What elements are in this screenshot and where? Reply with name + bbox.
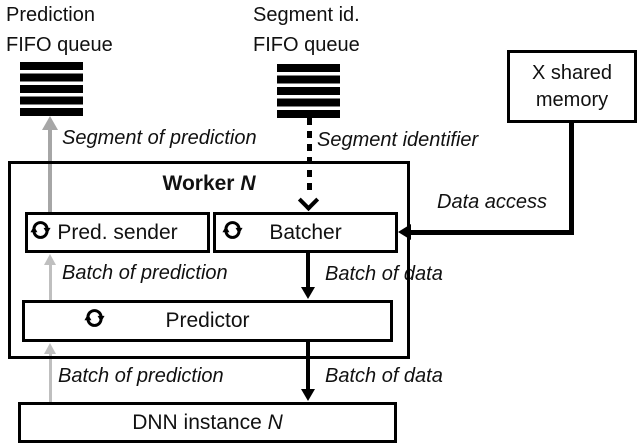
sync-icon <box>84 308 105 335</box>
batch-of-prediction-lower-label: Batch of prediction <box>58 365 224 387</box>
x-shared-memory-box: X shared memory <box>507 50 637 123</box>
worker-title-text: Worker <box>162 172 241 195</box>
batch-of-prediction-upper-arrow-head <box>44 254 56 265</box>
x-shared-memory-line1: X shared <box>531 61 613 84</box>
data-access-label: Data access <box>437 191 548 213</box>
batch-of-data-lower-label: Batch of data <box>325 365 443 387</box>
pred-sender-box: Pred. sender <box>25 212 210 253</box>
sync-icon <box>30 219 51 246</box>
segment-identifier-arrow-line <box>307 118 312 196</box>
dnn-instance-label: DNN instance N <box>132 411 283 435</box>
sync-icon <box>222 219 243 246</box>
batch-of-prediction-lower-arrow-line <box>49 352 52 402</box>
batch-of-data-upper-label: Batch of data <box>325 263 443 285</box>
segment-of-prediction-label: Segment of prediction <box>62 127 257 149</box>
batch-of-data-upper-arrow-head <box>301 287 315 299</box>
predictor-label: Predictor <box>165 309 250 332</box>
batcher-box: Batcher <box>213 212 398 253</box>
worker-title-n: N <box>240 172 256 195</box>
prediction-queue-label: Prediction FIFO queue <box>6 0 113 60</box>
worker-title: Worker N <box>8 172 410 196</box>
prediction-queue-label-line1: Prediction <box>6 4 95 26</box>
batch-of-data-upper-arrow-line <box>306 253 310 290</box>
prediction-queue-label-line2: FIFO queue <box>6 34 113 56</box>
batch-of-prediction-upper-label: Batch of prediction <box>62 262 228 284</box>
batch-of-prediction-upper-arrow-line <box>49 263 52 300</box>
prediction-fifo-queue-icon <box>20 62 83 116</box>
dnn-instance-label-n: N <box>267 410 283 434</box>
segment-of-prediction-arrow-line <box>48 127 52 212</box>
worker-box <box>8 161 410 359</box>
predictor-box: Predictor <box>22 300 393 342</box>
x-shared-memory-line2: memory <box>535 88 609 111</box>
segment-id-queue-label-line1: Segment id. <box>253 4 360 26</box>
batch-of-prediction-lower-arrow-head <box>44 343 56 354</box>
segment-id-fifo-queue-icon <box>277 64 340 118</box>
segment-id-queue-label: Segment id. FIFO queue <box>253 0 360 60</box>
data-access-arrow-vline <box>569 123 574 235</box>
segment-identifier-label: Segment identifier <box>317 129 479 151</box>
batcher-label: Batcher <box>269 220 342 244</box>
data-access-arrow-hline <box>410 230 574 235</box>
pred-sender-label: Pred. sender <box>57 220 178 244</box>
dnn-instance-box: DNN instance N <box>18 402 397 443</box>
dnn-instance-label-text: DNN instance <box>132 410 268 434</box>
segment-id-queue-label-line2: FIFO queue <box>253 34 360 56</box>
batch-of-data-lower-arrow-line <box>306 342 310 390</box>
batch-of-data-lower-arrow-head <box>301 389 315 401</box>
segment-of-prediction-arrow-head <box>42 116 58 130</box>
